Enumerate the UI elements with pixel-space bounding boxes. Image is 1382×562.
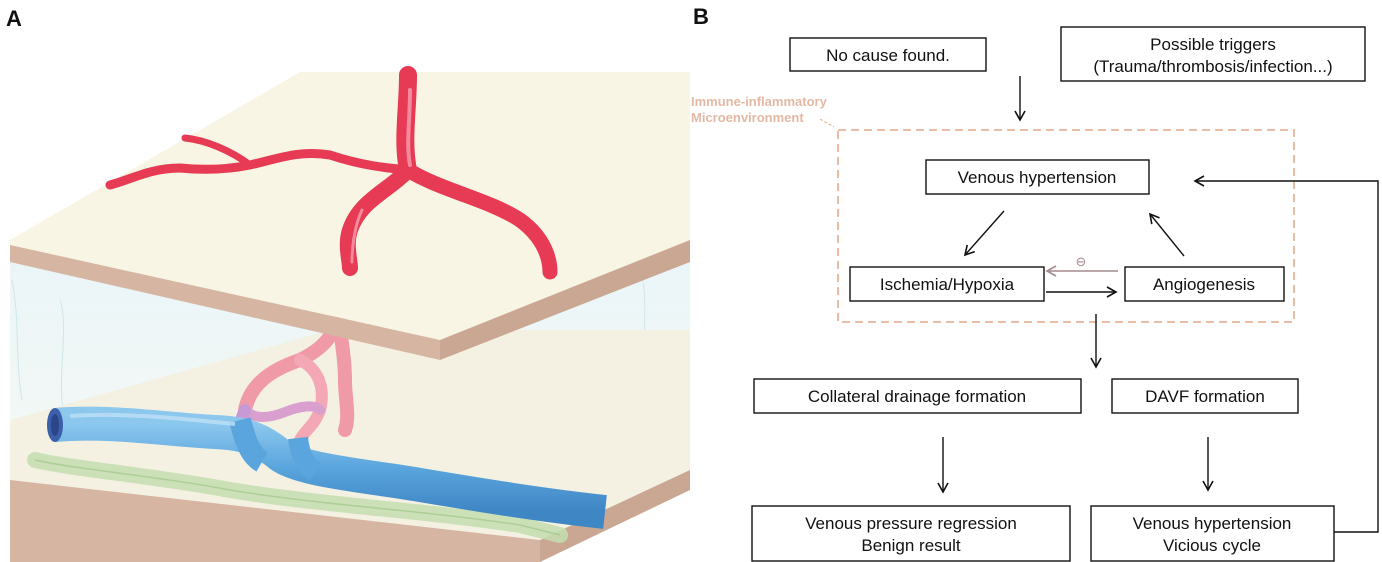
node-davf-text: DAVF formation [1145,387,1265,406]
node-ischemia-text: Ischemia/Hypoxia [880,275,1015,294]
panel-a-label: A [6,6,22,31]
inhibition-symbol: ⊖ [1076,255,1087,270]
environment-label-line1: Immune-inflammatory [691,94,828,109]
arrow-feedback-loop [1193,175,1379,533]
node-vicious-line1: Venous hypertension [1133,514,1292,533]
environment-label-line2: Microenvironment [691,110,804,125]
node-no-cause: No cause found. [789,37,987,72]
draining-vein [47,406,607,529]
feeding-artery [105,66,558,280]
node-venous-hypertension: Venous hypertension [925,159,1150,195]
node-venous-hypertension-text: Venous hypertension [958,168,1117,187]
node-angiogenesis: Angiogenesis [1124,266,1285,302]
node-collateral-text: Collateral drainage formation [808,387,1026,406]
node-vicious-cycle: Venous hypertension Vicious cycle [1090,505,1335,562]
panel-b-diagram: B Immune-inflammatory Microenvironment N… [691,4,1379,562]
node-angiogenesis-text: Angiogenesis [1153,275,1255,294]
node-possible-triggers: Possible triggers (Trauma/thrombosis/inf… [1060,26,1366,82]
node-triggers-line1: Possible triggers [1150,35,1276,54]
arrow-angiogenesis-to-hypertension [1148,212,1185,257]
node-ischemia-hypoxia: Ischemia/Hypoxia [849,266,1045,302]
environment-label-leader [819,118,835,128]
node-regression-line1: Venous pressure regression [805,514,1017,533]
immune-microenvironment-box [837,129,1295,323]
node-triggers-line2: (Trauma/thrombosis/infection...) [1093,57,1332,76]
node-regression-line2: Benign result [861,536,961,555]
fluid-strands [11,269,649,421]
panel-b-label: B [693,4,709,29]
node-no-cause-text: No cause found. [826,46,950,65]
node-davf-formation: DAVF formation [1111,378,1299,414]
arrow-hypertension-to-ischemia [963,210,1005,257]
panel-a-illustration: A [6,6,690,562]
upper-slab [10,72,690,360]
node-venous-pressure-regression: Venous pressure regression Benign result [751,505,1071,562]
node-collateral-drainage: Collateral drainage formation [753,378,1082,414]
node-vicious-line2: Vicious cycle [1163,536,1261,555]
